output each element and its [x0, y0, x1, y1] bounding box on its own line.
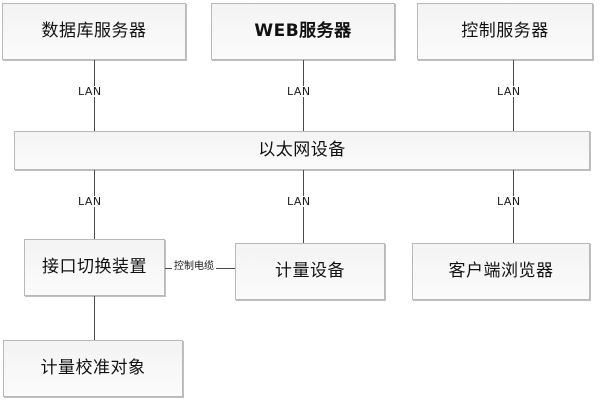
node-web-server-label: WEB服务器 [254, 21, 352, 42]
node-interface-switch[interactable]: 接口切换装置 [24, 239, 165, 296]
edge-label-control-cable: 控制电缆 [172, 261, 216, 272]
node-database-server[interactable]: 数据库服务器 [2, 3, 186, 60]
node-calibration-object[interactable]: 计量校准对象 [3, 340, 183, 397]
node-metering-device[interactable]: 计量设备 [235, 243, 385, 300]
node-metering-device-label: 计量设备 [275, 261, 345, 282]
node-web-server[interactable]: WEB服务器 [211, 3, 395, 60]
node-database-server-label: 数据库服务器 [41, 21, 147, 42]
node-client-browser-label: 客户端浏览器 [448, 261, 554, 282]
node-client-browser[interactable]: 客户端浏览器 [412, 243, 590, 300]
node-control-server[interactable]: 控制服务器 [417, 3, 593, 60]
node-ethernet-device[interactable]: 以太网设备 [14, 131, 590, 170]
node-interface-switch-label: 接口切换装置 [42, 257, 147, 278]
edge-label-ethernet-to-switch: LAN [76, 195, 104, 208]
edge-label-ethernet-to-client: LAN [495, 195, 523, 208]
node-calibration-object-label: 计量校准对象 [40, 358, 146, 379]
edge-label-ethernet-to-metering: LAN [285, 195, 313, 208]
node-ethernet-device-label: 以太网设备 [258, 140, 346, 161]
connector-switch-to-object [94, 296, 95, 340]
node-control-server-label: 控制服务器 [461, 21, 549, 42]
edge-label-database-to-ethernet: LAN [76, 85, 104, 98]
edge-label-web-to-ethernet: LAN [285, 85, 313, 98]
edge-label-control-to-ethernet: LAN [495, 85, 523, 98]
